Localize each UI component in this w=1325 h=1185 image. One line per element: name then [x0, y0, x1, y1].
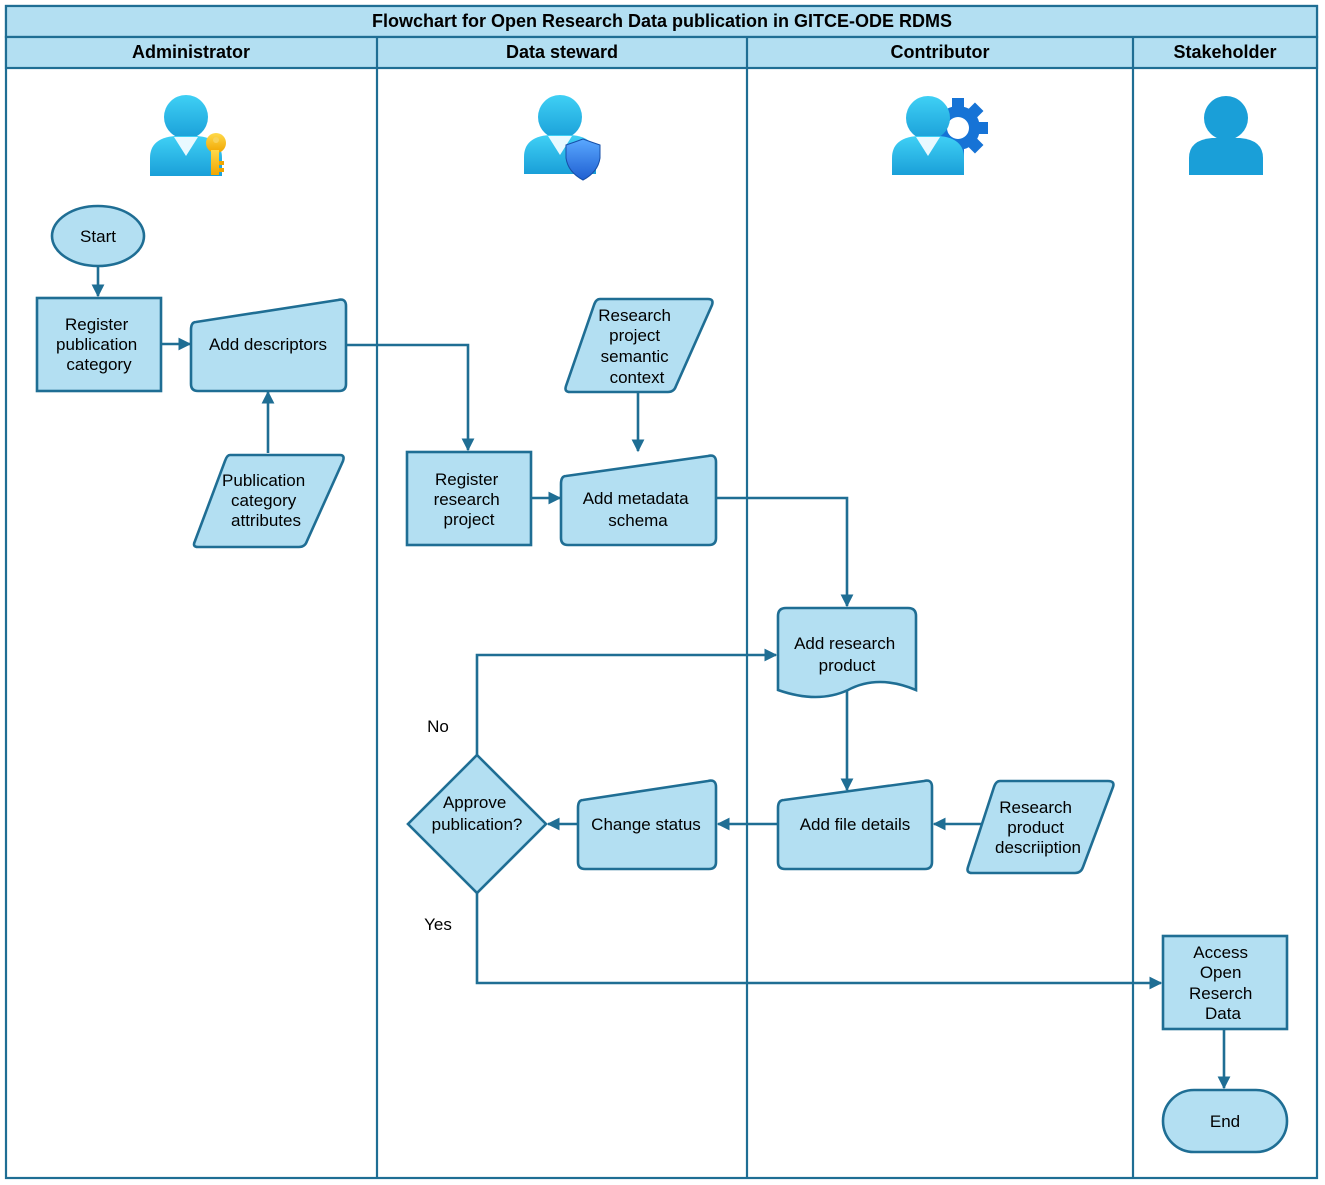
change-status-node: Change status — [576, 779, 718, 871]
svg-text:Publication category: Publication category attributes — [222, 471, 310, 530]
node-line: publication — [56, 335, 137, 354]
add-product-node: Add research product — [776, 606, 918, 699]
category-attributes-node: Publication category attributes — [192, 453, 345, 549]
lane-header-contributor: Contributor — [891, 42, 990, 62]
node-line: Add metadata — [583, 489, 689, 508]
node-line: End — [1210, 1112, 1240, 1131]
node-line: semantic — [601, 347, 670, 366]
node-line: attributes — [231, 511, 301, 530]
node-line: research — [434, 490, 500, 509]
svg-text:Add descriptors: Add descriptors — [209, 335, 327, 354]
svg-text:Register publication: Register publication category — [56, 315, 142, 374]
edge-descriptors-to-register-project — [346, 343, 475, 452]
end-node: End — [1161, 1088, 1289, 1154]
administrator-key-user-icon — [150, 95, 226, 176]
svg-text:Start: Start — [80, 227, 116, 246]
node-line: project — [443, 510, 494, 529]
node-line: Add descriptors — [209, 335, 327, 354]
svg-text:Add file details: Add file details — [800, 815, 911, 834]
node-line: Approve — [443, 793, 506, 812]
svg-text:Register research: Register research project — [434, 470, 505, 529]
edge-metadata-to-product — [716, 496, 854, 608]
node-line: context — [610, 368, 665, 387]
node-line: schema — [608, 511, 668, 530]
node-line: Publication — [222, 471, 305, 490]
node-line: category — [66, 355, 132, 374]
metadata-schema-node: Add metadata schema — [559, 454, 718, 547]
stakeholder-user-icon — [1189, 96, 1263, 175]
svg-text:Add metadata schema: Add metadata schema — [583, 489, 694, 530]
add-descriptors-node: Add descriptors — [189, 298, 348, 393]
data-steward-shield-user-icon — [524, 95, 601, 181]
diagram-title: Flowchart for Open Research Data publica… — [372, 11, 952, 31]
node-line: publication? — [432, 815, 523, 834]
node-line: Add research — [794, 634, 895, 653]
node-line: product — [819, 656, 876, 675]
node-line: descriiption — [995, 838, 1081, 857]
product-description-node: Research product descriiption — [966, 779, 1115, 875]
edge-approve-no-to-product — [475, 648, 778, 755]
node-line: Research — [598, 306, 671, 325]
lane-header-administrator: Administrator — [132, 42, 250, 62]
edge-label-yes: Yes — [424, 915, 452, 934]
register-project-node: Register research project — [405, 450, 533, 547]
approve-decision-node: Approve publication? — [406, 753, 548, 895]
node-line: Data — [1205, 1004, 1241, 1023]
diagram-frame — [4, 4, 1319, 1180]
start-node: Start — [50, 204, 146, 268]
svg-text:Approve publication?: Approve publication? — [432, 793, 523, 834]
edge-label-no: No — [427, 717, 449, 736]
contributor-gear-user-icon — [892, 96, 988, 175]
node-line: Access — [1193, 943, 1248, 962]
node-line: Change status — [591, 815, 701, 834]
svg-text:Access Open Reserc: Access Open Reserch Data — [1189, 943, 1257, 1023]
node-line: Reserch — [1189, 984, 1252, 1003]
node-line: Start — [80, 227, 116, 246]
node-line: Open — [1200, 963, 1242, 982]
lane-header-bar — [4, 35, 1319, 70]
lane-header-stakeholder: Stakeholder — [1173, 42, 1276, 62]
node-line: Register — [65, 315, 129, 334]
access-data-node: Access Open Reserch Data — [1161, 934, 1289, 1031]
svg-text:Change status: Change status — [591, 815, 701, 834]
node-line: category — [231, 491, 297, 510]
svg-text:Add research product: Add research product — [794, 634, 900, 675]
edge-approve-yes-to-access — [475, 893, 1163, 990]
title-bar — [4, 4, 1319, 39]
node-line: Add file details — [800, 815, 911, 834]
node-line: project — [609, 326, 660, 345]
svg-text:Research project s: Research project semantic context — [598, 306, 676, 387]
file-details-node: Add file details — [776, 779, 934, 871]
lane-header-data-steward: Data steward — [506, 42, 618, 62]
semantic-context-node: Research project semantic context — [564, 297, 714, 394]
svg-text:Research product d: Research product descriiption — [995, 798, 1081, 857]
register-category-node: Register publication category — [35, 296, 163, 393]
node-line: product — [1007, 818, 1064, 837]
svg-text:End: End — [1210, 1112, 1240, 1131]
node-line: Register — [435, 470, 499, 489]
node-line: Research — [999, 798, 1072, 817]
